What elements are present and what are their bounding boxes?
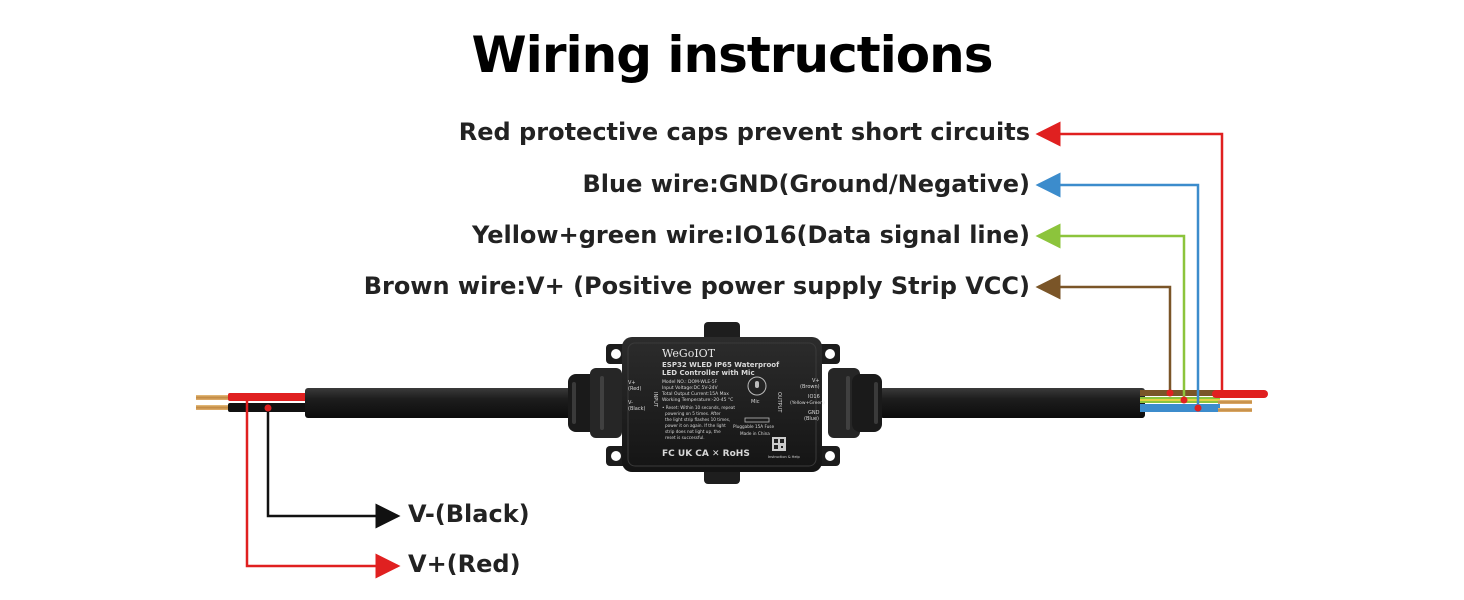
mic-icon (747, 376, 767, 396)
output-wire-brown (1140, 390, 1220, 396)
page-title: Wiring instructions (471, 26, 994, 84)
input-cable (196, 388, 585, 418)
cert-marks: FC UK CA ✕ RoHS (662, 449, 750, 459)
output-label: OUTPUT (776, 392, 782, 413)
controller-box: WeGoIOT ESP32 WLED IP65 Waterproof LED C… (606, 322, 840, 484)
label-red-wire: V+(Red) (408, 550, 521, 578)
device-reset-2: powering on 5 times. After (665, 411, 721, 416)
device-reset-1: • Reset: Within 10 seconds, repeat (662, 405, 735, 410)
output-io-color: (Yellow+Green) (790, 400, 825, 406)
output-wire-yellow-stripe (1140, 399, 1220, 401)
output-sheath (880, 388, 1145, 418)
output-gnd: GND (808, 410, 820, 416)
manual-label: Instruction & Help (768, 455, 800, 459)
device-name-line2: LED Controller with Mic (662, 369, 755, 377)
mic-label: Mic (751, 399, 760, 405)
made-in-label: Made in China (740, 431, 770, 436)
right-cable-gland (828, 368, 882, 438)
device-reset-4: power it on again. If the light (665, 423, 726, 428)
leader-blue (1035, 172, 1200, 408)
output-cable (880, 388, 1268, 418)
leader-black (266, 408, 401, 529)
device-model: Model NO.: DOM-WLE-5F (662, 379, 718, 385)
device-input-voltage: Input Voltage:DC 5V-24V (662, 385, 719, 391)
leader-red-caps (1035, 121, 1224, 395)
output-copper-2 (1218, 408, 1252, 412)
input-copper-black (196, 405, 230, 410)
output-vplus: V+ (812, 378, 820, 384)
device-reset-3: the light strip flashes 10 times, (665, 417, 730, 422)
input-wire-red (228, 393, 308, 401)
input-copper-red (196, 395, 230, 400)
label-yellow-green-wire: Yellow+green wire:IO16(Data signal line) (472, 221, 1030, 249)
left-cable-gland (568, 368, 622, 438)
input-vminus-color: (Black) (628, 406, 645, 412)
leader-lines-left (243, 393, 401, 579)
output-gnd-color: (Blue) (804, 416, 819, 422)
input-label: INPUT (652, 392, 658, 408)
output-copper-1 (1218, 400, 1252, 404)
label-brown-wire: Brown wire:V+ (Positive power supply Str… (363, 272, 1030, 300)
device-reset-5: strip does not light up, the (665, 429, 721, 434)
leader-red (245, 397, 401, 579)
label-red-caps: Red protective caps prevent short circui… (458, 118, 1030, 146)
input-vplus: V+ (628, 380, 636, 386)
red-protective-cap (1212, 390, 1268, 398)
leader-brown (1035, 274, 1172, 393)
label-blue-wire: Blue wire:GND(Ground/Negative) (582, 170, 1031, 198)
device-output-current: Total Output Current:15A Max (661, 391, 729, 397)
output-wire-blue (1140, 404, 1220, 412)
input-vminus: V- (628, 400, 633, 406)
device-reset-6: reset is successful. (665, 435, 705, 440)
input-vplus-color: (Red) (628, 386, 641, 392)
output-vplus-color: (Brown) (800, 384, 820, 390)
device-brand: WeGoIOT (662, 347, 716, 360)
fuse-icon (744, 417, 770, 423)
device-name-line1: ESP32 WLED IP65 Waterproof (662, 361, 780, 369)
output-io: IO16 (808, 394, 820, 400)
device-temperature: Working Temperature:-20-45 °C (662, 397, 733, 403)
fuse-label: Pluggable 15A Fuse (733, 424, 774, 429)
leader-yellow-green (1035, 223, 1186, 400)
input-sheath (305, 388, 585, 418)
label-black-wire: V-(Black) (408, 500, 530, 528)
leader-lines-right (1035, 121, 1226, 412)
